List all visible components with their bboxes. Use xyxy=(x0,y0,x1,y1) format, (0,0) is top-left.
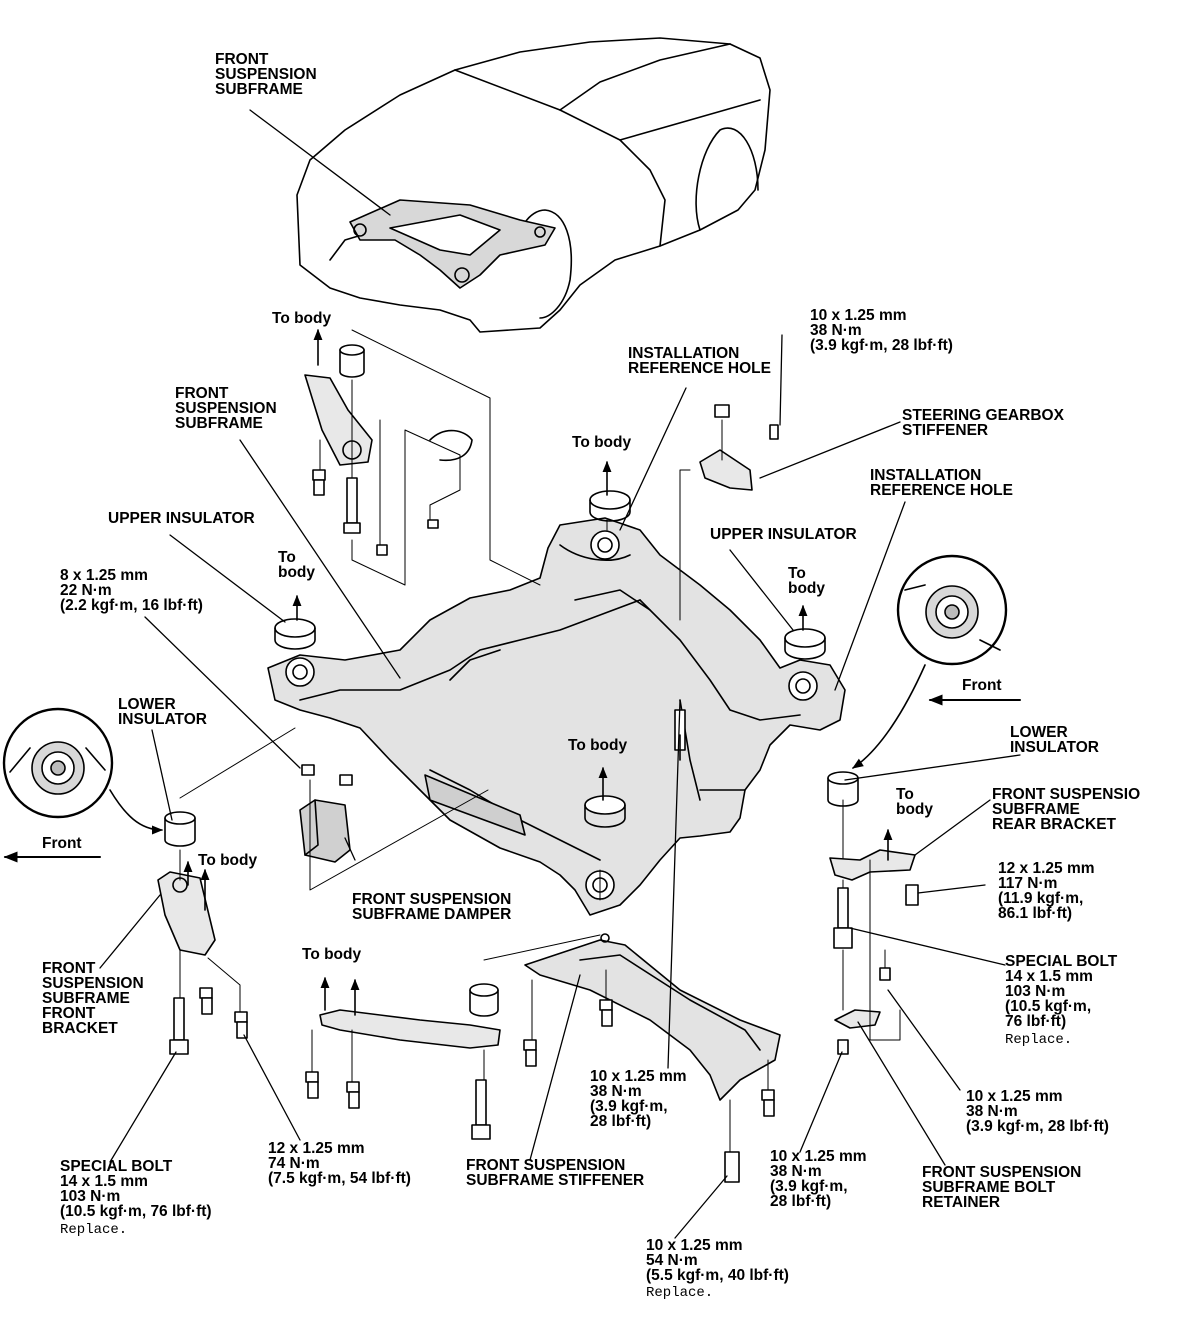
brackets xyxy=(157,374,916,1029)
label-front-left: Front xyxy=(42,835,82,852)
lower-insulators xyxy=(164,344,859,1017)
bolts xyxy=(169,404,919,1183)
label-front-right: Front xyxy=(962,677,1002,694)
label-to-body-center: To body xyxy=(572,434,632,451)
leader-lines xyxy=(99,109,1021,1239)
label-to-body-lower-center: To body xyxy=(568,737,628,754)
label-replace-right: Replace. xyxy=(1005,1032,1073,1048)
front-arrows xyxy=(3,694,1021,863)
main-subframe xyxy=(267,517,846,916)
alignment-lines xyxy=(179,329,901,1153)
label-to-body-left-bracket: To body xyxy=(198,852,258,869)
subframe-damper xyxy=(299,799,351,863)
label-to-body-stiffener: To body xyxy=(302,946,362,963)
detail-circle-right xyxy=(852,554,1008,769)
car-outline xyxy=(296,37,771,333)
upper-insulators xyxy=(274,490,826,828)
lower-link xyxy=(319,1009,501,1049)
label-to-body-top: To body xyxy=(272,310,332,327)
to-body-arrows xyxy=(183,328,893,1016)
detail-circle-left xyxy=(2,707,164,835)
car-subframe-silhouette xyxy=(349,199,556,289)
label-replace-bottom: Replace. xyxy=(646,1285,714,1301)
label-upper-insulator-left: UPPER INSULATOR xyxy=(108,510,255,527)
label-upper-insulator-right: UPPER INSULATOR xyxy=(710,526,857,543)
label-replace-left: Replace. xyxy=(60,1222,128,1238)
